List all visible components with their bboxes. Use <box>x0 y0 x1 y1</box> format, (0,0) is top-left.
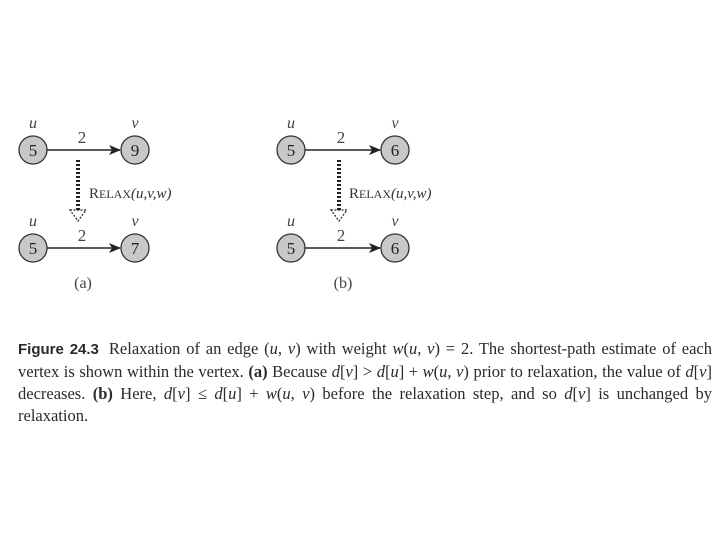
vertex-v-value: 7 <box>131 239 140 258</box>
caption-segment: v <box>427 339 435 358</box>
caption-segment: ] ≤ <box>184 384 215 403</box>
caption-segment: Here, <box>112 384 164 403</box>
relax-operation-label: RELAX(u,v,w) <box>349 186 432 202</box>
panel-a: u v 2 5 9 u v 2 5 7 RELAX(u,v,w) (a) <box>18 115 172 292</box>
caption-segment: v <box>287 339 296 358</box>
caption-segment: [ <box>572 384 579 403</box>
caption-segment: u <box>228 384 237 403</box>
caption-segment: u <box>408 339 418 358</box>
relax-arrow-head <box>68 209 88 223</box>
caption-segment: , <box>290 384 303 403</box>
caption-segment: v <box>578 384 586 403</box>
vertex-v-value: 9 <box>131 141 140 160</box>
caption-segment: w <box>392 339 404 358</box>
vertex-u <box>276 135 306 165</box>
vertex-u-name: u <box>287 115 295 132</box>
relax-name-rest: ELAX <box>359 187 391 201</box>
caption-segment: [ <box>222 384 229 403</box>
caption-segment: v <box>456 362 464 381</box>
caption-segment: v <box>302 384 310 403</box>
caption-segment: u <box>439 362 448 381</box>
vertex-v-name: v <box>131 213 139 230</box>
caption-segment: ] + <box>236 384 266 403</box>
caption-segment: d <box>564 384 573 403</box>
caption-segment: u <box>269 339 278 358</box>
vertex-v-name: v <box>391 115 399 132</box>
panel-label: (a) <box>74 275 92 292</box>
caption-segment: ) = 2. The shortest-path estimate of eac… <box>18 339 712 381</box>
caption-segment: w <box>422 362 434 381</box>
caption-segment: u <box>282 384 291 403</box>
vertex-u <box>276 233 306 263</box>
caption-segment: v <box>177 384 185 403</box>
caption-segment: ] decreases. <box>18 362 712 403</box>
caption-segment: (a) <box>248 362 268 381</box>
caption-segment: ) with weight <box>295 339 393 358</box>
caption-segment: v <box>345 362 353 381</box>
relax-name-rest: ELAX <box>99 187 131 201</box>
caption-segment: [ <box>384 362 391 381</box>
edge-weight: 2 <box>78 226 87 245</box>
caption-segment: d <box>163 384 173 403</box>
caption-segment: d <box>685 362 694 381</box>
caption-text: Relaxation of an edge (u, v) with weight… <box>18 339 712 425</box>
vertex-v-name: v <box>391 213 399 230</box>
vertex-v <box>380 233 410 263</box>
vertex-u-value: 5 <box>287 141 296 160</box>
caption-segment: d <box>214 384 223 403</box>
vertex-u-value: 5 <box>29 239 38 258</box>
vertex-v-name: v <box>131 115 139 132</box>
caption-segment: ( <box>433 362 440 381</box>
relax-args: (u,v,w) <box>391 186 432 202</box>
vertex-u-name: u <box>287 213 295 230</box>
caption-segment: ) before the relaxation step, and so <box>309 384 565 403</box>
caption-segment: Relaxation of an edge ( <box>108 339 270 358</box>
edge-weight: 2 <box>337 226 346 245</box>
caption-segment: ) prior to relaxation, the value of <box>463 362 686 381</box>
vertex-v <box>120 233 150 263</box>
vertex-u-value: 5 <box>287 239 296 258</box>
vertex-u-name: u <box>29 213 37 230</box>
caption-segment: (b) <box>92 384 113 403</box>
caption-segment: ( <box>276 384 283 403</box>
caption-segment: u <box>390 362 399 381</box>
caption-segment: ] + <box>398 362 423 381</box>
vertex-u-value: 5 <box>29 141 38 160</box>
caption-segment: , <box>447 362 457 381</box>
caption-segment: ] is unchanged by relaxation. <box>18 384 712 425</box>
edge-weight: 2 <box>337 128 346 147</box>
caption-segment: d <box>331 362 340 381</box>
caption-segment: , <box>277 339 288 358</box>
vertex-v-value: 6 <box>391 141 400 160</box>
caption-segment: , <box>417 339 428 358</box>
caption-segment: v <box>699 362 707 381</box>
relax-arrow-head <box>329 209 349 223</box>
caption-segment: Because <box>267 362 332 381</box>
caption-segment: ( <box>403 339 409 358</box>
figure-label: Figure 24.3 <box>18 341 99 358</box>
caption-segment: d <box>376 362 385 381</box>
relax-name-initial: R <box>89 186 99 202</box>
vertex-u <box>18 233 48 263</box>
caption-segment: w <box>265 384 277 403</box>
relax-args: (u,v,w) <box>131 186 172 202</box>
caption-segment: [ <box>693 362 700 381</box>
edge-weight: 2 <box>78 128 87 147</box>
vertex-u <box>18 135 48 165</box>
caption-segment: ] > <box>352 362 377 381</box>
caption-segment: [ <box>172 384 178 403</box>
caption-segment: [ <box>339 362 346 381</box>
panel-label: (b) <box>334 275 353 292</box>
vertex-v <box>380 135 410 165</box>
vertex-v <box>120 135 150 165</box>
vertex-v-value: 6 <box>391 239 400 258</box>
relax-operation-label: RELAX(u,v,w) <box>89 186 172 202</box>
vertex-u-name: u <box>29 115 37 132</box>
relax-name-initial: R <box>349 186 359 202</box>
